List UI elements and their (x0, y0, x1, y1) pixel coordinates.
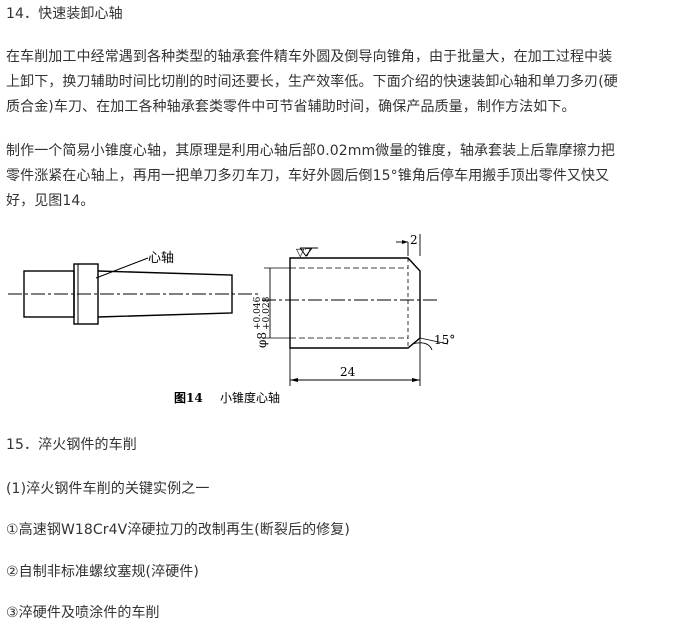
paragraph-2-line-2: 零件涨紧在心轴上，再用一把单刀多刃车刀，车好外圆后倒15°锥角后停车用搬手顶出零… (6, 168, 610, 184)
paragraph-2-line-1: 制作一个简易小锥度心轴，其原理是利用心轴后部0.02mm微量的锥度，轴承套装上后… (6, 143, 615, 159)
sleeve-outline (289, 257, 421, 349)
diameter-dimension-upper: +0.046 (253, 296, 263, 330)
mandrel-leader-line (95, 257, 149, 279)
figure-14-mandrel-drawing: 心轴 ▽7 2 φ8 +0.046 +0.028 15° 24 (8, 233, 455, 405)
paragraph-1-line-3: 质合金)车刀、在加工各种轴承套类零件中可节省辅助时间，确保产品质量，制作方法如下… (6, 99, 576, 115)
list-item: (1)淬火钢件车削的关键实例之一 (6, 481, 210, 497)
list-item: ②自制非标准螺纹塞规(淬硬件) (6, 564, 199, 580)
chamfer-dimension: 2 (410, 233, 418, 247)
list-item: ③淬硬件及喷涂件的车削 (6, 605, 160, 621)
diameter-dimension-main: φ8 (255, 332, 269, 348)
list-item: ①高速钢W18Cr4V淬硬拉刀的改制再生(断裂后的修复) (6, 522, 350, 538)
heading-15: 15．淬火钢件的车削 (6, 437, 137, 453)
angle-dimension: 15° (434, 333, 455, 347)
paragraph-1-line-1: 在车削加工中经常遇到各种类型的轴承套件精车外圆及倒导向锥角，由于批量大，在加工过… (6, 49, 613, 65)
figure-caption-text: 小锥度心轴 (220, 390, 280, 405)
diameter-dimension-lower: +0.028 (262, 296, 272, 330)
paragraph-2-line-3: 好，见图14。 (6, 193, 95, 209)
figure-caption-number: 图14 (174, 391, 203, 405)
paragraph-1-line-2: 上卸下，换刀辅助时间比切削的时间还要长，生产效率低。下面介绍的快速装卸心轴和单刀… (6, 74, 618, 90)
mandrel-tapered-body (97, 270, 233, 318)
heading-14: 14．快速装卸心轴 (6, 6, 123, 22)
roughness-symbol (299, 247, 313, 257)
mandrel-collar (73, 263, 99, 325)
mandrel-label: 心轴 (148, 251, 174, 266)
length-dimension: 24 (340, 365, 356, 379)
sleeve-part-drawing (262, 234, 449, 386)
mandrel-side-view (8, 257, 258, 325)
roughness-value: ▽7 (296, 246, 311, 259)
angle-arc (411, 342, 433, 351)
